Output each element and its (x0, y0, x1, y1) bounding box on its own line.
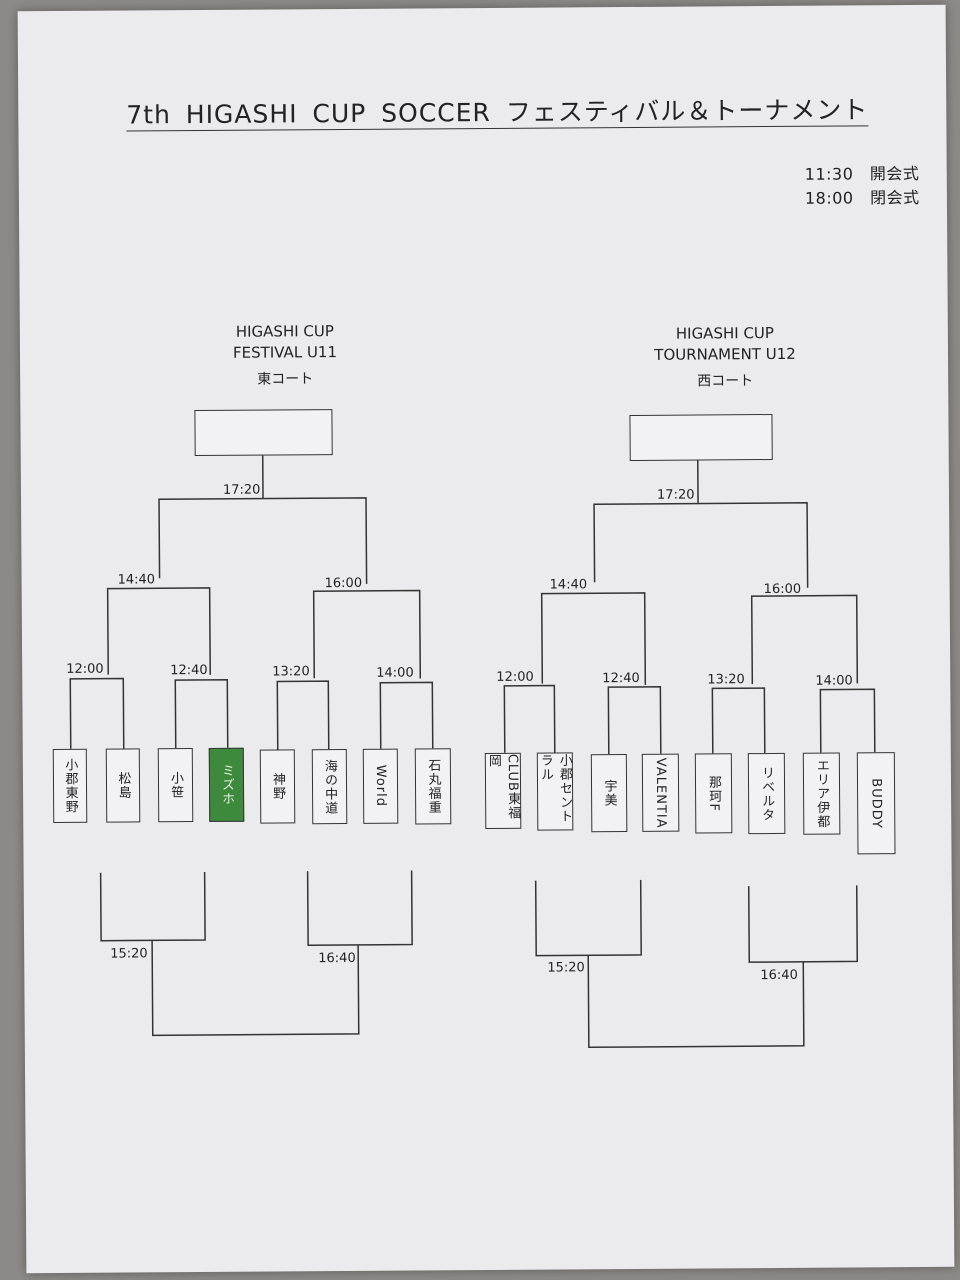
festival-time-final: 17:20 (222, 482, 261, 498)
festival-team: 松島 (105, 748, 141, 823)
tournament-team: CLUB東福岡 (484, 752, 522, 830)
paper-sheet: 7th HIGASHI CUP SOCCER フェスティバル＆トーナメント 11… (17, 4, 955, 1274)
festival-time-r1: 12:00 (66, 661, 104, 677)
tournament-time-bottom-left: 15:20 (547, 960, 585, 976)
tournament-team: リベルタ (747, 752, 786, 835)
tournament-team: BUDDY (856, 752, 896, 855)
festival-time-bottom-right: 16:40 (318, 950, 356, 967)
tournament-time-semi-right: 16:00 (763, 581, 802, 598)
festival-winner-box (194, 409, 333, 457)
festival-team: 小笹 (157, 748, 194, 823)
festival-time-semi-right: 16:00 (324, 575, 363, 592)
tournament-time-final: 17:20 (656, 487, 695, 503)
tournament-time-semi-left: 14:40 (549, 577, 588, 593)
tournament-time-r1: 12:00 (496, 669, 534, 685)
tournament-team: 宇美 (590, 754, 628, 833)
festival-time-bottom-left: 15:20 (110, 946, 148, 962)
tournament-time-r1: 14:00 (815, 673, 853, 689)
tournament-time-bottom-right: 16:40 (760, 967, 798, 984)
festival-team: 小郡東野 (52, 748, 88, 824)
festival-time-r1: 13:20 (272, 664, 310, 680)
festival-team: 海の中道 (311, 748, 348, 825)
tournament-team: VALENTIA (641, 753, 680, 832)
festival-team: 神野 (259, 749, 296, 824)
festival-team-highlighted: ミズホ (208, 747, 245, 822)
festival-time-r1: 12:40 (170, 662, 208, 679)
tournament-winner-box (629, 413, 773, 461)
festival-team: World (362, 748, 399, 824)
festival-team: 石丸福重 (414, 748, 452, 825)
tournament-time-r1: 12:40 (602, 670, 640, 687)
tournament-time-r1: 13:20 (707, 672, 745, 688)
festival-time-r1: 14:00 (376, 665, 414, 681)
tournament-team: 那珂F (694, 753, 733, 834)
tournament-team: 小郡セントラル (536, 752, 574, 831)
festival-time-semi-left: 14:40 (117, 572, 156, 588)
bracket-lines (69, 454, 876, 1049)
tournament-team: エリア伊都 (802, 752, 841, 835)
